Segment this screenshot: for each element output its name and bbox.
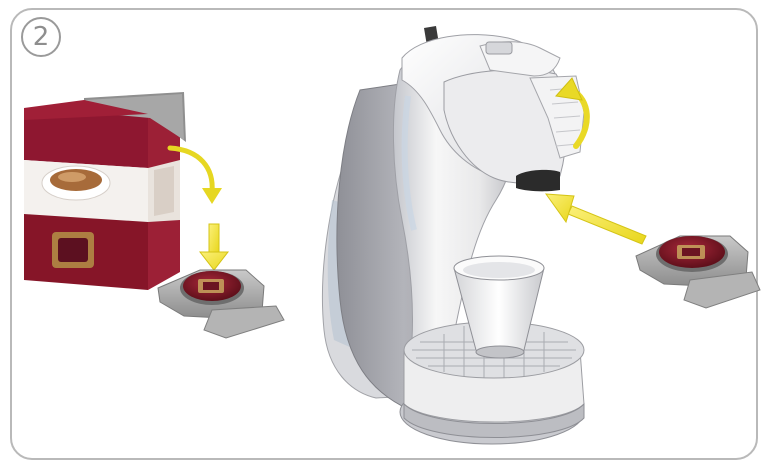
capsule-holder-illustration xyxy=(636,236,760,308)
yellow-arrow-icon xyxy=(546,194,646,244)
capsule-holder-illustration xyxy=(158,270,284,338)
yellow-arrow-icon xyxy=(200,224,228,270)
coffee-machine-illustration xyxy=(322,26,584,444)
capsule-box-illustration xyxy=(24,92,186,290)
